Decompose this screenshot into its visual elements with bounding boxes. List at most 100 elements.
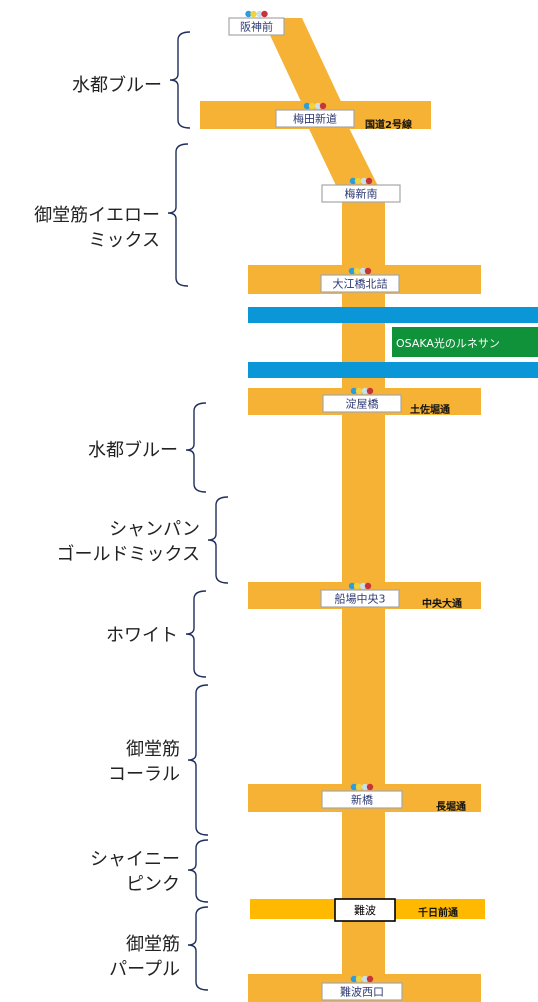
signal-lights-icon — [348, 582, 372, 590]
osaka-lumiere-banner — [392, 327, 538, 357]
signal-lights-icon — [350, 783, 374, 791]
section-label-line: 御堂筋 — [126, 934, 180, 955]
river-dojima — [248, 307, 538, 323]
blue-light-icon — [350, 975, 358, 983]
white-light-icon — [256, 10, 263, 18]
station-box — [321, 184, 401, 203]
street-name: 中央大通 — [422, 597, 462, 610]
river-tosabori — [248, 362, 538, 378]
section-label-line: ミックス — [88, 230, 160, 251]
blue-light-icon — [245, 10, 252, 18]
white-light-icon — [361, 387, 369, 395]
yellow-light-icon — [250, 10, 257, 18]
station-name: 梅新南 — [345, 187, 378, 201]
yellow-light-icon — [354, 177, 362, 185]
brace-shiny-pink — [187, 839, 209, 903]
blue-light-icon — [350, 783, 358, 791]
red-light-icon — [366, 783, 374, 791]
section-label-line: シャイニー — [90, 849, 180, 870]
yellow-light-icon — [308, 102, 316, 110]
section-label-midosuji-yellow-mix: 御堂筋イエローミックス — [34, 203, 160, 253]
red-light-icon — [319, 102, 327, 110]
section-braces — [167, 31, 229, 991]
section-label-line: コーラル — [108, 764, 180, 785]
station-name: 船場中央3 — [335, 592, 386, 606]
section-label-line: シャンパン — [109, 519, 200, 540]
white-light-icon — [314, 102, 322, 110]
brace-midosuji-coral — [187, 684, 209, 836]
street-name: 長堀通 — [436, 800, 466, 813]
red-light-icon — [364, 582, 372, 590]
section-label-line: 御堂筋イエロー — [34, 205, 160, 226]
brace-white — [185, 590, 207, 678]
signal-lights-icon — [303, 102, 327, 110]
station-box — [334, 898, 396, 922]
white-light-icon — [360, 177, 368, 185]
brace-champagne-gold-mix — [207, 496, 229, 584]
station-namba-nishiguchi: 難波西口 — [321, 975, 403, 1001]
blue-light-icon — [348, 582, 356, 590]
station-shinbashi: 新橋 — [321, 783, 403, 809]
section-label-line: ゴールドミックス — [56, 544, 200, 565]
brace-suito-blue-2 — [185, 402, 207, 493]
station-name: 難波西口 — [340, 986, 384, 999]
signal-lights-icon — [348, 267, 372, 275]
section-label-shiny-pink: シャイニーピンク — [90, 847, 180, 897]
white-light-icon — [359, 267, 367, 275]
station-name: 新橋 — [351, 793, 373, 807]
osaka-lumiere-label: OSAKA光のルネサン — [396, 336, 500, 350]
brace-midosuji-yellow-mix — [167, 143, 189, 287]
section-label-line: ホワイト — [106, 625, 178, 646]
yellow-light-icon — [355, 783, 363, 791]
yellow-light-icon — [353, 267, 361, 275]
yellow-light-icon — [353, 582, 361, 590]
section-label-champagne-gold-mix: シャンパンゴールドミックス — [57, 517, 200, 567]
section-label-midosuji-coral: 御堂筋コーラル — [108, 737, 180, 787]
red-light-icon — [366, 975, 374, 983]
midosuji-avenue — [262, 18, 385, 1000]
section-label-midosuji-purple: 御堂筋パープル — [109, 932, 180, 982]
section-label-line: 水都ブルー — [88, 440, 178, 461]
station-box — [228, 17, 285, 36]
station-semba-chuo3: 船場中央3 — [320, 582, 400, 608]
station-name: 阪神前 — [240, 20, 273, 34]
red-light-icon — [365, 177, 373, 185]
signal-lights-icon — [245, 10, 268, 18]
white-light-icon — [361, 975, 369, 983]
white-light-icon — [359, 582, 367, 590]
avenue-diagonal-upper — [262, 18, 345, 110]
station-namba: 難波 — [334, 898, 396, 922]
section-label-white: ホワイト — [106, 623, 178, 648]
station-hanshinmae: 阪神前 — [228, 10, 285, 36]
brace-suito-blue-1 — [169, 31, 191, 129]
station-box — [320, 274, 400, 293]
white-light-icon — [361, 783, 369, 791]
station-box — [321, 790, 403, 809]
brace-midosuji-purple — [187, 906, 209, 991]
red-light-icon — [366, 387, 374, 395]
station-umeda-shindo: 梅田新道 — [275, 102, 355, 128]
street-name: 土佐堀通 — [410, 403, 450, 416]
station-name: 淀屋橋 — [346, 397, 379, 411]
signal-lights-icon — [350, 387, 374, 395]
red-light-icon — [261, 10, 268, 18]
section-label-line: 御堂筋 — [126, 739, 180, 760]
blue-light-icon — [303, 102, 311, 110]
section-label-suito-blue-1: 水都ブルー — [72, 73, 162, 98]
avenue-diagonal-lower — [300, 110, 384, 198]
blue-light-icon — [349, 177, 357, 185]
section-label-line: 水都ブルー — [72, 75, 162, 96]
red-light-icon — [364, 267, 372, 275]
section-label-line: ピンク — [126, 874, 180, 895]
station-box — [320, 589, 400, 608]
street-name: 国道2号線 — [365, 118, 412, 131]
station-name: 大江橋北詰 — [333, 277, 388, 291]
station-box — [275, 109, 355, 128]
yellow-light-icon — [355, 387, 363, 395]
station-box — [321, 982, 403, 1001]
section-label-suito-blue-2: 水都ブルー — [88, 438, 178, 463]
station-name: 難波 — [354, 904, 376, 917]
